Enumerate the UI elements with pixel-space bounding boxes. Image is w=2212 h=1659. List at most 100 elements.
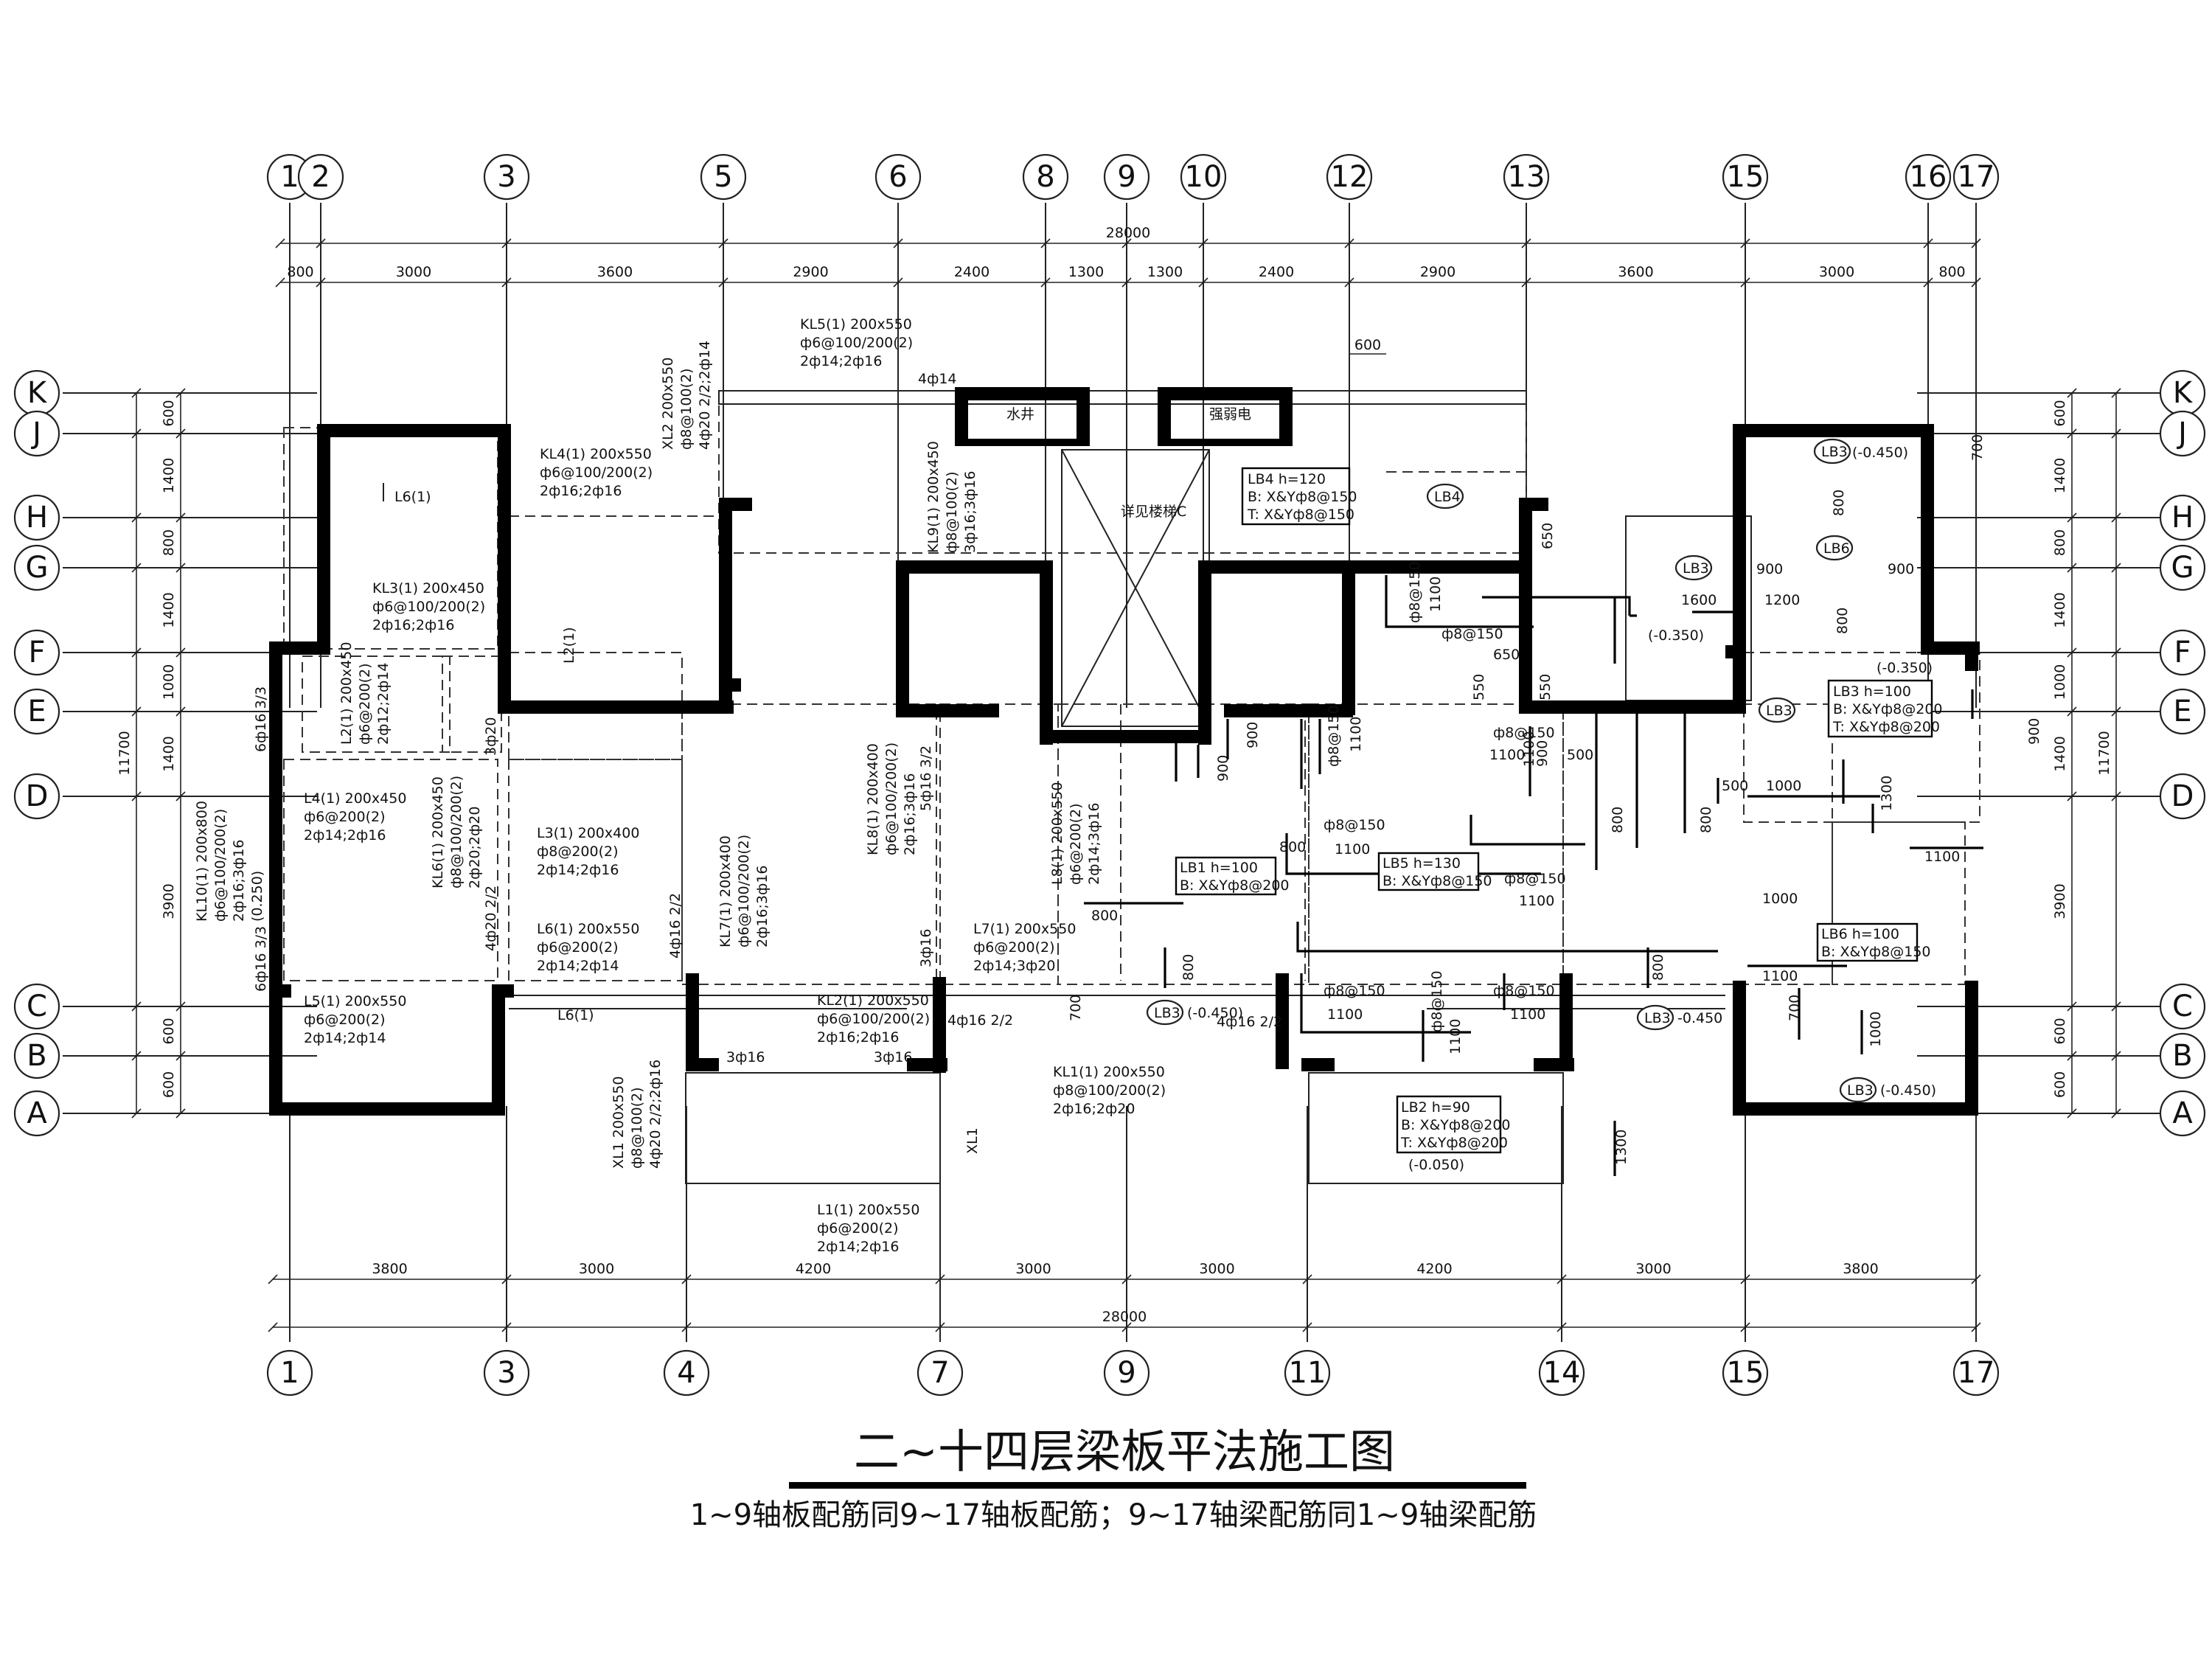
beam-l7: L7(1) 200x550 ф6@200(2) 2ф14;3ф20 [973,921,1076,974]
left-dim-total-tick-3 [131,563,142,573]
axis-bubble-top-17: 17 [1952,153,2000,201]
svg-text:1100: 1100 [1521,731,1537,767]
svg-text:2ф14;2ф14: 2ф14;2ф14 [304,1030,386,1046]
side-bar-1: 6ф16 3/3 [253,686,269,752]
axis-bubble-left-J-label: J [30,417,41,451]
axis-bubble-bottom-9-label: 9 [1117,1356,1135,1390]
bottom-dim-value-0: 3800 [372,1261,407,1277]
svg-text:2ф14;2ф16: 2ф14;2ф16 [537,862,619,878]
axis-bubble-top-5-circle [700,153,747,201]
axis-bubble-left-G-label: G [26,551,49,585]
axis-bubble-left-F-label: F [28,636,45,669]
svg-text:XL2 200x550: XL2 200x550 [660,357,676,450]
top-dim-total-tick-11 [1923,238,1933,248]
svg-text:LB6 h=100: LB6 h=100 [1821,926,1899,942]
svg-text:ф8@100(2): ф8@100(2) [678,368,695,450]
svg-text:(-0.450): (-0.450) [1880,1082,1936,1099]
svg-text:ф6@100/200(2): ф6@100/200(2) [800,335,913,351]
side-bar-3: 3ф20 [483,717,499,756]
axis-bubble-bottom-9-circle [1103,1349,1150,1397]
right-dim-tick-6 [2067,791,2077,801]
slab-box-lb2: LB2 h=90 B: X&Yф8@200 T: X&Yф8@200 (-0.0… [1396,1095,1511,1173]
svg-text:2ф16;2ф16: 2ф16;2ф16 [817,1029,899,1046]
top-dim-tick-12 [1971,277,1981,288]
stair-note: 详见楼梯C [1121,504,1186,520]
beam-l8: L8(1) 200x550 ф6@200(2) 2ф14;3ф16 [1049,782,1102,885]
svg-text:2ф14;3ф20: 2ф14;3ф20 [973,958,1055,974]
right-dim-tick-9 [2067,1108,2077,1119]
axis-bubble-right-B-label: B [2172,1039,2192,1073]
svg-text:KL10(1) 200x800: KL10(1) 200x800 [194,801,210,922]
left-dim-value-1: 1400 [161,458,177,493]
svg-text:2ф16;2ф16: 2ф16;2ф16 [540,483,622,499]
beam-kl6: KL6(1) 200x450 ф8@100/200(2) 2ф20;2ф20 [430,776,483,888]
top-dim-tick-1 [316,277,326,288]
svg-text:ф6@100/200(2): ф6@100/200(2) [736,835,752,947]
top-dim-tick-5 [1040,277,1051,288]
shear-walls [269,387,1980,1116]
beam-kl9: KL9(1) 200x450 ф8@100(2) 3ф16;3ф16 [925,441,978,553]
svg-text:LB3: LB3 [1644,1010,1671,1026]
left-dim-total-tick-7 [131,1001,142,1012]
axis-bubble-top-15: 15 [1722,153,1769,201]
left-dim-value-0: 600 [161,400,177,426]
svg-text:KL3(1) 200x450: KL3(1) 200x450 [372,580,484,597]
axis-bubble-bottom-4-circle [663,1349,710,1397]
svg-text:2ф14;3ф16: 2ф14;3ф16 [1086,803,1102,885]
svg-text:900: 900 [1756,561,1783,577]
axis-bubble-left-H-label: H [26,501,48,535]
beam-outlines [283,390,1980,985]
svg-text:KL2(1) 200x550: KL2(1) 200x550 [817,992,929,1009]
slab-tag-lb4: LB4 [1426,483,1464,509]
axis-bubble-left-C-label: C [27,990,47,1023]
bottom-dim-total-tick-7 [1740,1322,1750,1332]
right-dim-value-7: 600 [2052,1018,2068,1044]
svg-text:KL1(1) 200x550: KL1(1) 200x550 [1053,1064,1165,1080]
bottom-dim-tick-8 [1971,1274,1981,1284]
right-dim-total-tick-5 [2111,706,2121,717]
axis-bubble-bottom-14: 14 [1538,1349,1585,1397]
slab-tag-lb3-f: LB3 (-0.450) [1839,1077,1936,1103]
axis-bubble-bottom-3: 3 [483,1349,530,1397]
axis-bubble-top-3: 3 [483,153,530,201]
svg-text:L7(1) 200x550: L7(1) 200x550 [973,921,1076,937]
right-dim-tick-1 [2067,428,2077,439]
axis-bubble-top-5-label: 5 [714,160,732,194]
axis-bubble-right-D: D [2159,773,2206,820]
svg-text:2ф16;3ф16: 2ф16;3ф16 [754,866,771,947]
bottom-dim-value-4: 3000 [1199,1261,1234,1277]
svg-text:2ф14;2ф16: 2ф14;2ф16 [800,353,882,369]
beam-kl8: KL8(1) 200x400 ф6@100/200(2) 2ф16;3ф16 [865,742,918,855]
svg-text:ф8@150: ф8@150 [1441,626,1503,642]
beam-l6-mid: L6(1) 200x550 ф6@200(2) 2ф14;2ф14 [537,921,639,974]
axis-bubble-top-12-label: 12 [1331,160,1368,194]
axis-bubble-right-B-circle [2159,1032,2206,1079]
axis-bubble-top-15-circle [1722,153,1769,201]
bottom-dim-total-tick-5 [1302,1322,1312,1332]
svg-text:KL5(1) 200x550: KL5(1) 200x550 [800,316,912,333]
svg-text:L5(1) 200x550: L5(1) 200x550 [304,993,406,1009]
svg-text:LB3: LB3 [1847,1082,1874,1099]
side-bar-11: 4ф16 2/2 [1217,1014,1282,1030]
axis-bubble-top-12-circle [1326,153,1373,201]
svg-text:550: 550 [1471,674,1487,700]
svg-text:ф6@200(2): ф6@200(2) [973,939,1055,956]
svg-text:T: X&Yф8@200: T: X&Yф8@200 [1400,1135,1508,1151]
axis-bubble-top-5: 5 [700,153,747,201]
top-dim-total-tick-10 [1740,238,1750,248]
svg-text:KL8(1) 200x400: KL8(1) 200x400 [865,743,881,855]
svg-text:800: 800 [1610,807,1626,833]
beam-l1: L1(1) 200x550 ф6@200(2) 2ф14;2ф16 [817,1202,919,1255]
svg-text:KL9(1) 200x450: KL9(1) 200x450 [925,441,942,553]
svg-text:ф8@150: ф8@150 [1493,983,1555,999]
left-dim-total-tick-4 [131,647,142,658]
svg-text:ф6@200(2): ф6@200(2) [817,1220,899,1237]
svg-text:ф8@100(2): ф8@100(2) [629,1087,645,1169]
right-dim-total-tick-9 [2111,1108,2121,1119]
top-dim-tick-4 [893,277,903,288]
bottom-dim-tick-0 [268,1274,278,1284]
slab-tag-lb3-c: LB3 [1758,697,1796,723]
bottom-dim-total-tick-0 [268,1322,278,1332]
